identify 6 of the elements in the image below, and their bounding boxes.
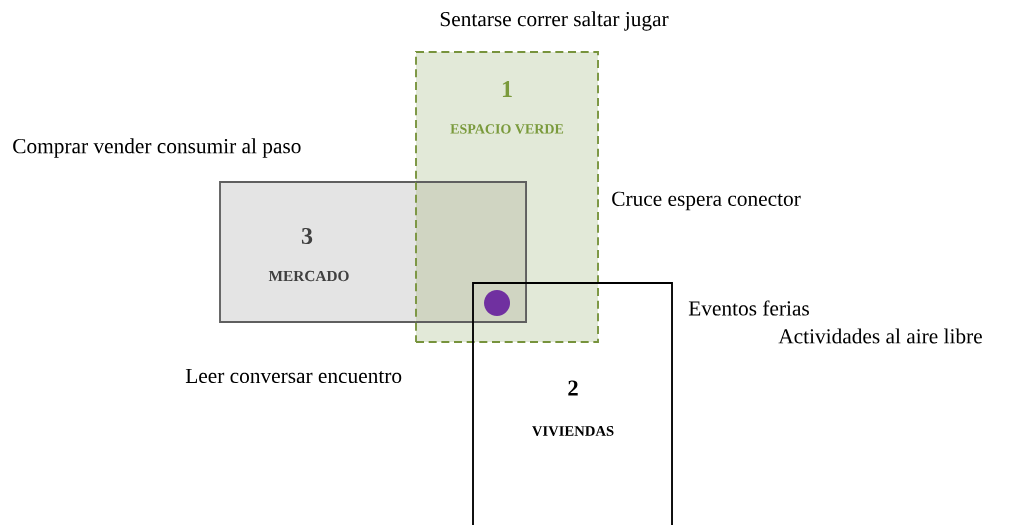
activity-text: Leer conversar encuentro <box>185 368 402 384</box>
dot-marker <box>484 290 510 316</box>
zone-box: 2 VIVIENDAS <box>472 282 673 525</box>
activity-text: Sentarse correr saltar jugar <box>440 11 669 31</box>
activity-text: Actividades al aire libre <box>778 328 982 344</box>
activity-text: Comprar vender consumir al paso <box>13 138 301 158</box>
